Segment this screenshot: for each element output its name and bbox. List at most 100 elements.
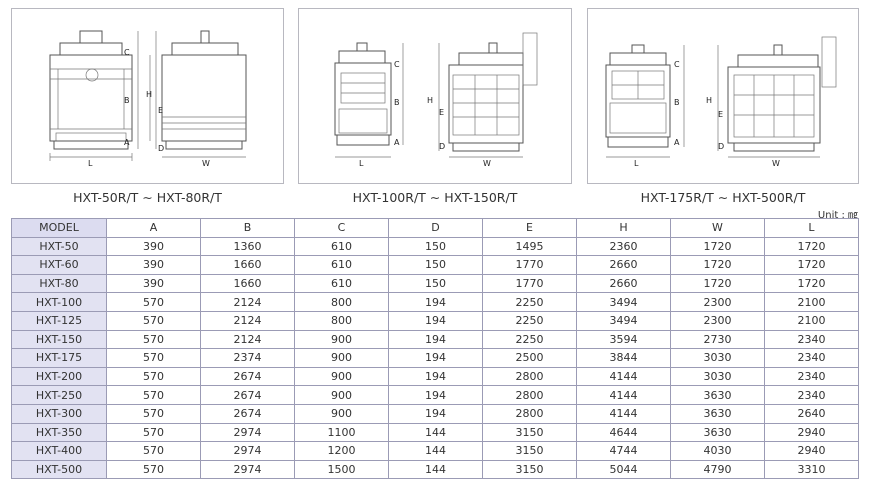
dimension-cell: 4144 — [576, 385, 671, 405]
cooling-tower-drawing-large: L C B A W H E D — [605, 36, 837, 168]
dimension-cell: 2500 — [482, 348, 577, 368]
dim-label-c: C — [124, 48, 130, 57]
model-cell: HXT-60 — [11, 255, 107, 275]
dimension-cell: 194 — [388, 329, 483, 350]
dimension-cell: 3150 — [482, 422, 577, 443]
table-header-row: MODEL A B C D E H W L — [11, 218, 859, 238]
header-model: MODEL — [11, 218, 107, 238]
dimension-cell: 2674 — [200, 385, 295, 405]
diagram-caption-large: HXT-175R/T ∼ HXT-500R/T — [640, 190, 806, 205]
dimension-cell: 570 — [106, 422, 201, 443]
dimension-cell: 3494 — [576, 310, 671, 331]
dimension-cell: 3310 — [764, 459, 859, 480]
dimension-cell: 3630 — [670, 385, 765, 405]
dimension-cell: 194 — [388, 366, 483, 387]
dimension-cell: 2974 — [200, 422, 295, 443]
dimension-cell: 3030 — [670, 348, 765, 368]
dimension-cell: 3030 — [670, 366, 765, 387]
dim-label-w: W — [202, 159, 210, 168]
dimension-cell: 2800 — [482, 366, 577, 387]
dim-label-b: B — [394, 98, 400, 107]
dimension-cell: 900 — [294, 366, 389, 387]
model-cell: HXT-200 — [11, 366, 107, 387]
dimension-cell: 2340 — [764, 385, 859, 405]
front-view: L C B A — [605, 44, 685, 168]
dimension-cell: 144 — [388, 441, 483, 461]
dimension-cell: 2974 — [200, 459, 295, 480]
dimension-cell: 2300 — [670, 292, 765, 312]
dimension-cell: 610 — [294, 236, 389, 257]
dimension-cell: 2674 — [200, 403, 295, 424]
dimension-cell: 610 — [294, 255, 389, 275]
dimension-cell: 2360 — [576, 236, 671, 257]
header-l: L — [764, 218, 859, 238]
dimension-cell: 570 — [106, 385, 201, 405]
dimension-cell: 5044 — [576, 459, 671, 480]
dimension-cell: 570 — [106, 292, 201, 312]
dimension-cell: 1495 — [482, 236, 577, 257]
side-view: W H E D — [706, 36, 837, 168]
dim-label-b: B — [124, 96, 130, 105]
dimension-cell: 390 — [106, 236, 201, 257]
dimension-cell: 390 — [106, 273, 201, 294]
dimension-cell: 1660 — [200, 255, 295, 275]
dimension-cell: 4790 — [670, 459, 765, 480]
dimension-cell: 2340 — [764, 329, 859, 350]
dimension-cell: 610 — [294, 273, 389, 294]
dim-label-a: A — [394, 138, 400, 147]
dim-label-w: W — [483, 159, 491, 168]
dimension-cell: 570 — [106, 329, 201, 350]
dimension-cell: 3494 — [576, 292, 671, 312]
dimension-cell: 3150 — [482, 459, 577, 480]
dim-label-w: W — [772, 159, 780, 168]
header-e: E — [482, 218, 577, 238]
header-a: A — [106, 218, 201, 238]
header-h: H — [576, 218, 671, 238]
dim-label-l: L — [634, 159, 639, 168]
diagram-panel-medium: L C B A W H E D — [298, 8, 572, 184]
dim-label-e: E — [718, 110, 723, 119]
dimension-cell: 2100 — [764, 310, 859, 331]
diagram-panel-small: L C B A W H E D — [11, 8, 284, 184]
dimension-cell: 1720 — [670, 273, 765, 294]
dimension-cell: 3150 — [482, 441, 577, 461]
dimension-cell: 2800 — [482, 385, 577, 405]
dimension-cell: 2100 — [764, 292, 859, 312]
dimension-cell: 2940 — [764, 441, 859, 461]
dimension-cell: 1720 — [764, 236, 859, 257]
model-cell: HXT-300 — [11, 403, 107, 424]
dimension-cell: 194 — [388, 348, 483, 368]
dimension-cell: 1100 — [294, 422, 389, 443]
model-cell: HXT-250 — [11, 385, 107, 405]
dimension-cell: 2730 — [670, 329, 765, 350]
dim-label-e: E — [158, 106, 163, 115]
dimension-cell: 570 — [106, 441, 201, 461]
dimension-cell: 144 — [388, 422, 483, 443]
front-view: L C B A — [334, 42, 404, 168]
dimension-cell: 2674 — [200, 366, 295, 387]
dimension-cell: 900 — [294, 329, 389, 350]
dim-label-d: D — [158, 144, 164, 153]
cooling-tower-drawing-medium: L C B A W H E D — [334, 32, 538, 168]
dim-label-a: A — [674, 138, 680, 147]
dimension-cell: 2340 — [764, 348, 859, 368]
dimension-cell: 3844 — [576, 348, 671, 368]
dim-label-d: D — [439, 142, 445, 151]
dimension-cell: 3630 — [670, 422, 765, 443]
dimension-cell: 1200 — [294, 441, 389, 461]
dimension-cell: 2660 — [576, 255, 671, 275]
dimension-cell: 4744 — [576, 441, 671, 461]
dim-label-h: H — [427, 96, 433, 105]
dimension-cell: 150 — [388, 255, 483, 275]
unit-label: Unit : ㎎ — [817, 210, 858, 221]
dimension-cell: 800 — [294, 310, 389, 331]
header-d: D — [388, 218, 483, 238]
dimension-cell: 194 — [388, 310, 483, 331]
